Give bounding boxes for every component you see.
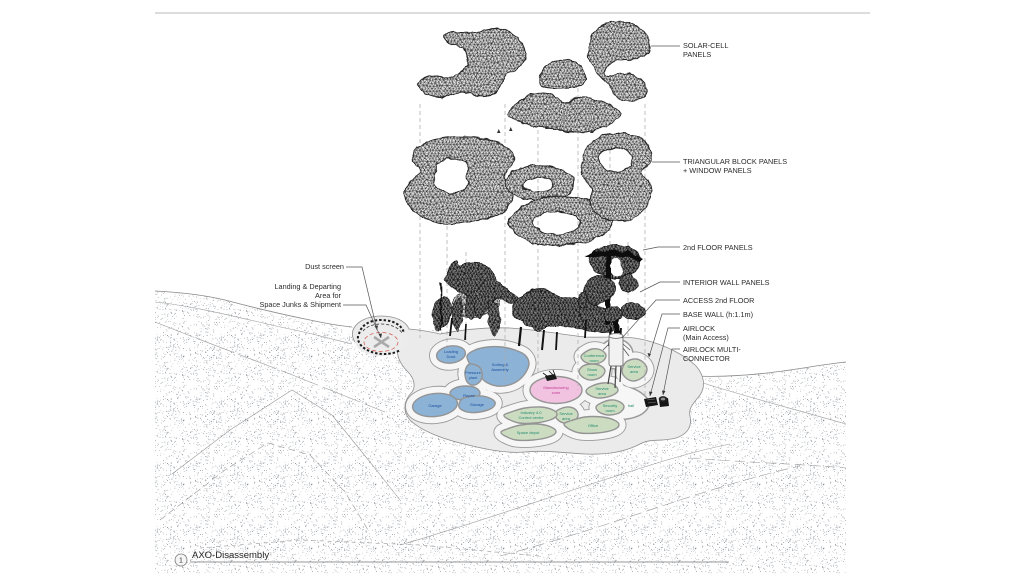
svg-text:Space depot: Space depot [517,430,540,435]
svg-text:Pressure: Pressure [465,370,482,375]
svg-text:+ WINDOW PANELS: + WINDOW PANELS [683,166,752,175]
svg-text:hall: hall [628,403,634,408]
svg-text:BASE WALL (h:1.1m): BASE WALL (h:1.1m) [683,310,753,319]
svg-text:PANELS: PANELS [683,50,711,59]
svg-text:area: area [630,369,639,374]
svg-text:AXO-Disassembly: AXO-Disassembly [192,550,269,561]
svg-text:CONNECTOR: CONNECTOR [683,354,730,363]
svg-text:Conference: Conference [584,353,605,358]
svg-text:Storage: Storage [470,402,485,407]
svg-text:area: area [562,416,571,421]
svg-text:AIRLOCK: AIRLOCK [683,324,715,333]
svg-text:zone: zone [552,390,561,395]
svg-text:Show: Show [587,367,597,372]
svg-text:Repair: Repair [463,393,475,398]
svg-text:Security: Security [603,403,617,408]
svg-text:Garage: Garage [428,403,442,408]
svg-text:Loading: Loading [444,349,458,354]
svg-text:AIRLOCK MULTI-: AIRLOCK MULTI- [683,345,741,354]
svg-text:Office: Office [588,423,599,428]
svg-text:Industry 4.0: Industry 4.0 [521,410,543,415]
svg-text:room: room [587,372,597,377]
svg-text:2nd FLOOR PANELS: 2nd FLOOR PANELS [683,243,753,252]
svg-text:Space Junks & Shipment: Space Junks & Shipment [259,300,341,309]
svg-text:plant: plant [469,375,479,380]
svg-text:TRIANGULAR BLOCK PANELS: TRIANGULAR BLOCK PANELS [683,157,787,166]
svg-text:ACCESS 2nd FLOOR: ACCESS 2nd FLOOR [683,296,754,305]
svg-text:Sorting &: Sorting & [492,362,509,367]
svg-text:Service: Service [627,364,641,369]
svg-text:1: 1 [179,558,183,565]
svg-text:Service: Service [559,411,573,416]
svg-text:(Main Access): (Main Access) [683,333,729,342]
svg-text:Landing & Departing: Landing & Departing [274,282,341,291]
svg-text:room: room [605,408,615,413]
svg-text:Control centre: Control centre [518,415,544,420]
svg-text:Dock: Dock [446,354,455,359]
svg-text:INTERIOR WALL PANELS: INTERIOR WALL PANELS [683,278,770,287]
svg-text:Service: Service [595,386,609,391]
svg-text:Dust screen: Dust screen [305,262,344,271]
svg-text:Area for: Area for [315,291,342,300]
svg-text:room: room [589,358,599,363]
svg-text:area: area [598,391,607,396]
svg-text:SOLAR-CELL: SOLAR-CELL [683,41,728,50]
svg-text:Manufacturing: Manufacturing [543,385,568,390]
svg-text:Assembly: Assembly [491,367,508,372]
